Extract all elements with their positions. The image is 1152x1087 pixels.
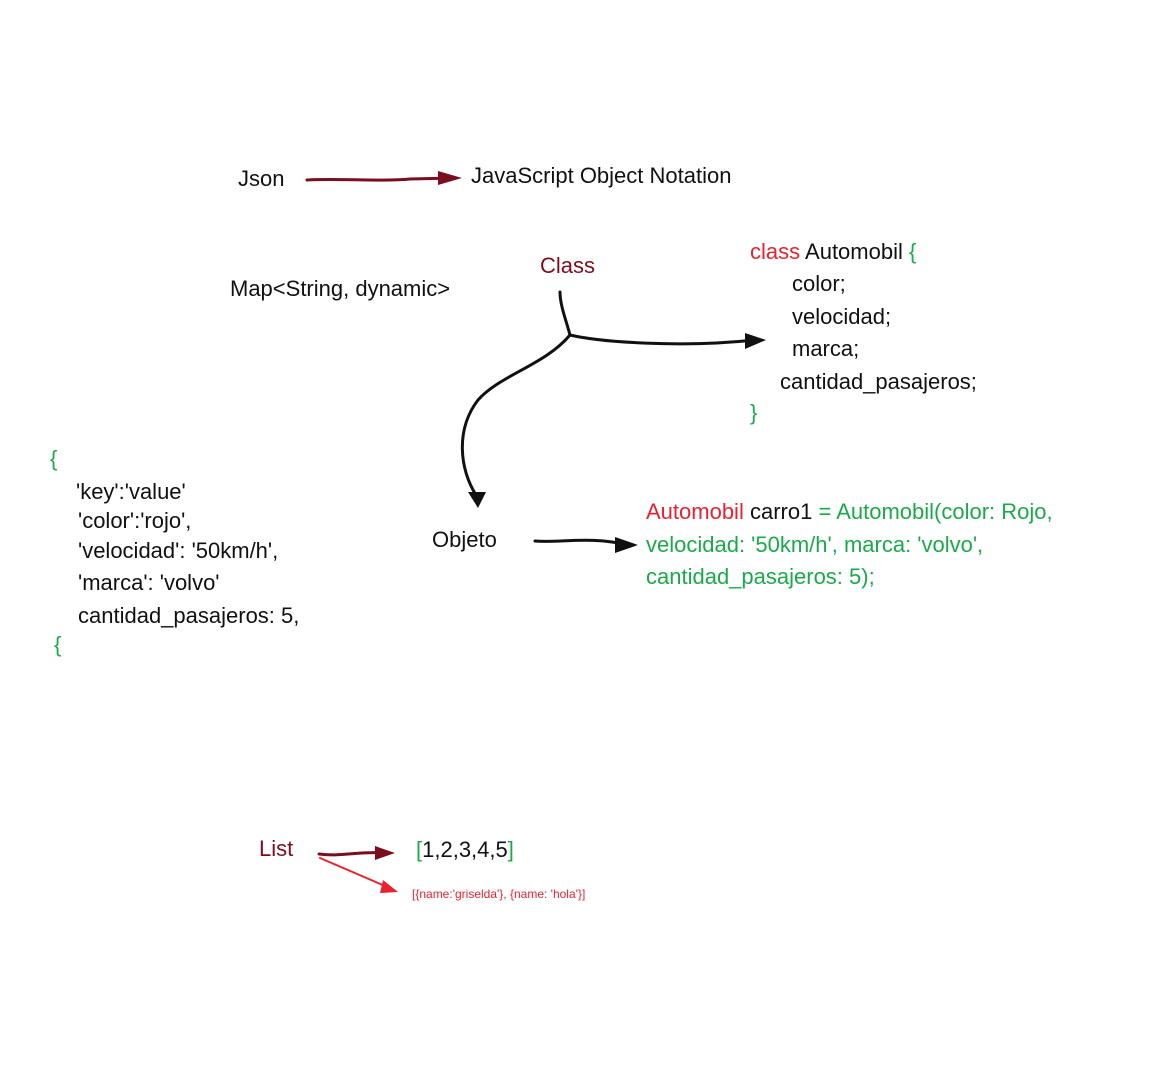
- class-field: cantidad_pasajeros;: [780, 369, 977, 394]
- class-header: class Automobil {: [750, 241, 916, 263]
- object-var: carro1: [749, 499, 813, 524]
- arrow-head-list-array: [375, 846, 395, 860]
- class-close-brace: }: [750, 400, 758, 425]
- class-keyword: class: [750, 239, 801, 264]
- list-map-example: [{name:'griselda'}, {name: 'hola'}]: [412, 887, 586, 901]
- arrow-class-to-code: [558, 290, 757, 346]
- arrow-object-to-code: [533, 538, 630, 547]
- list-open-bracket: [: [416, 837, 423, 862]
- map-type-label: Map<String, dynamic>: [230, 276, 451, 301]
- object-constructor: = Automobil(color: Rojo,: [818, 499, 1053, 524]
- arrow-head-class-code: [745, 333, 766, 349]
- object-code-line: cantidad_pasajeros: 5);: [646, 564, 875, 589]
- arrow-json-to-notation: [305, 176, 457, 182]
- object-code-line: velocidad: '50km/h', marca: 'volvo',: [646, 532, 984, 557]
- json-close-brace: {: [54, 632, 62, 657]
- class-name: Automobil: [805, 239, 903, 264]
- class-open-brace: {: [909, 239, 917, 264]
- list-close-bracket: ]: [507, 837, 514, 862]
- arrow-head-object-code: [615, 537, 638, 553]
- arrow-head-object: [468, 492, 486, 508]
- class-label: Class: [540, 253, 596, 278]
- json-open-brace: {: [50, 446, 58, 471]
- object-type: Automobil: [646, 499, 744, 524]
- class-field: color;: [792, 271, 846, 296]
- arrow-list-to-maplist: [319, 857, 393, 890]
- arrow-head-json: [438, 171, 462, 185]
- json-line: cantidad_pasajeros: 5,: [78, 603, 300, 628]
- json-line: 'marca': 'volvo': [78, 570, 220, 595]
- class-field: velocidad;: [792, 304, 892, 329]
- class-field: marca;: [792, 336, 860, 361]
- json-line: 'key':'value': [76, 479, 186, 504]
- json-line: 'color':'rojo',: [78, 508, 192, 533]
- json-line: 'velocidad': '50km/h',: [78, 538, 279, 563]
- json-label: Json: [238, 166, 285, 191]
- json-meaning: JavaScript Object Notation: [471, 163, 732, 188]
- list-array: [1,2,3,4,5]: [416, 839, 514, 861]
- object-label: Objeto: [432, 527, 497, 552]
- list-label: List: [259, 836, 294, 861]
- arrow-head-list-maplist: [380, 880, 398, 893]
- list-items: 1,2,3,4,5: [422, 837, 508, 862]
- object-code-line: Automobil carro1 = Automobil(color: Rojo…: [646, 501, 1053, 523]
- arrow-class-to-object: [460, 333, 572, 497]
